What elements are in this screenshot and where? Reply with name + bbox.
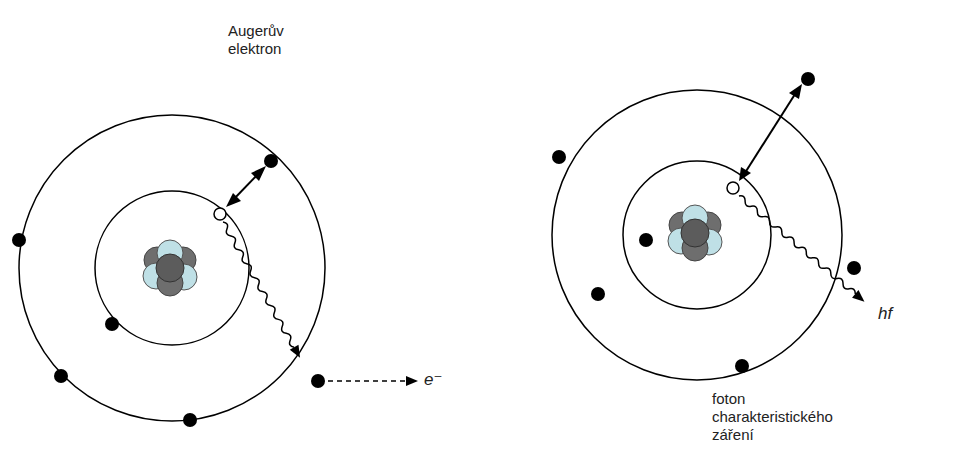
- auger-label: Augerův elektron: [228, 22, 284, 58]
- photon-energy-label: hf: [878, 304, 892, 324]
- photon-atom: [552, 72, 868, 380]
- electron-symbol: e⁻: [424, 370, 442, 390]
- photon-label: foton charakteristického záření: [712, 390, 833, 444]
- auger-atom: [12, 115, 418, 427]
